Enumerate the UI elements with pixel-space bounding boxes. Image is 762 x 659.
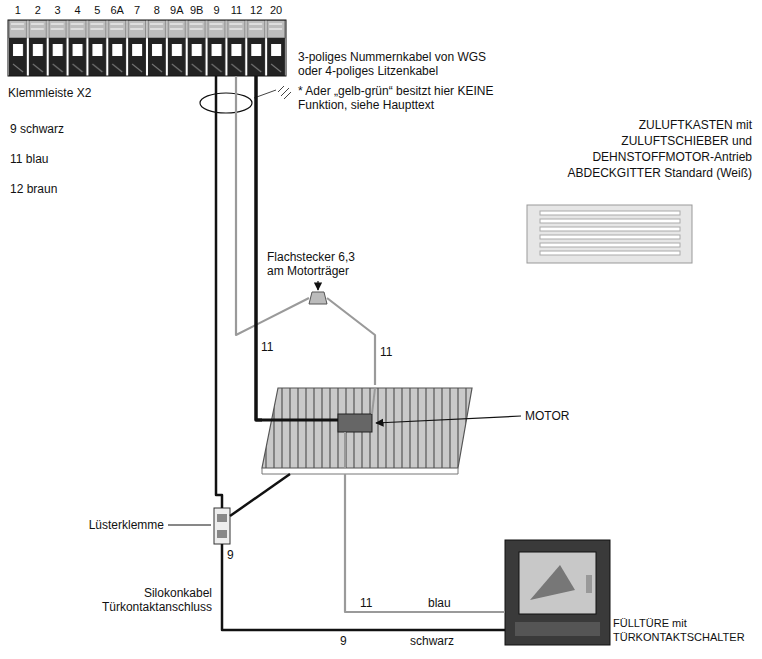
part-area: ZULUFTKASTEN mit ZULUFTSCHIEBER und DEHN… — [527, 205, 692, 263]
terminal-number: 1 — [8, 3, 28, 17]
wire-label: 9 — [340, 634, 354, 648]
terminal-number: 12 — [246, 3, 266, 17]
wire-label: 11 — [360, 596, 380, 610]
part-area: FÜLLTÜRE mit TÜRKONTAKTSCHALTER — [505, 540, 610, 645]
wire — [230, 474, 290, 516]
motor — [338, 414, 372, 432]
terminal-number: 2 — [28, 3, 48, 17]
leader-arrow — [376, 416, 521, 423]
terminal-strip — [8, 20, 286, 76]
part-label: Flachstecker 6,3 am Motorträger — [267, 250, 367, 278]
wire-label: schwarz — [410, 634, 470, 648]
wire-label: blau — [428, 596, 468, 610]
part-area: Lüsterklemme — [214, 508, 230, 544]
part-area: MOTOR — [262, 385, 474, 474]
wire-label: 12 braun — [10, 182, 100, 196]
flat-connector — [309, 292, 327, 304]
wire-label: Silokonkabel Türkontaktanschluss — [92, 586, 212, 614]
terminal-number: 4 — [68, 3, 88, 17]
wire — [216, 76, 222, 508]
wire-label: 11 blau — [10, 152, 100, 166]
terminal-block — [214, 508, 230, 544]
part-area: Klemmleiste X2 — [8, 20, 286, 76]
part-area: Flachstecker 6,3 am Motorträger — [309, 292, 327, 304]
terminal-number: 6A — [107, 3, 127, 17]
leader-line — [168, 525, 211, 526]
terminal-number: 8 — [147, 3, 167, 17]
wire — [236, 76, 309, 335]
wire-number: 9 — [227, 548, 234, 562]
wire — [256, 76, 262, 420]
leader-arrow — [317, 281, 318, 290]
earth-wire-symbol — [254, 86, 291, 99]
motor-carrier — [262, 388, 472, 474]
part-label: MOTOR — [525, 409, 585, 423]
wire-number: 11 — [380, 345, 392, 359]
terminal-number: 7 — [127, 3, 147, 17]
cable-bundle — [200, 93, 252, 113]
wire — [327, 298, 375, 385]
wire-label: 3-poliges Nummernkabel von WGS oder 4-po… — [298, 50, 498, 78]
wire-label: * Ader „gelb-grün“ besitzt hier KEINE Fu… — [298, 84, 498, 112]
terminal-number: 20 — [266, 3, 286, 17]
wire-label: 9 schwarz — [10, 122, 100, 136]
terminal-number: 5 — [87, 3, 107, 17]
part-label: Klemmleiste X2 — [8, 86, 138, 100]
part-label: Lüsterklemme — [80, 518, 164, 532]
fill-door — [505, 540, 610, 645]
wire — [345, 474, 505, 612]
terminal-number: 9B — [187, 3, 207, 17]
wire — [222, 544, 505, 630]
wire-number: 11 — [261, 340, 273, 354]
terminal-number: 3 — [48, 3, 68, 17]
cover-grille — [527, 205, 692, 263]
part-label: ABDECKGITTER Standard (Weiß) — [547, 165, 752, 181]
part-label: ZULUFTKASTEN mit ZULUFTSCHIEBER und DEHN… — [547, 117, 752, 165]
part-label: FÜLLTÜRE mit TÜRKONTAKTSCHALTER — [613, 616, 758, 644]
terminal-number: 11 — [226, 3, 246, 17]
terminal-number: 9A — [167, 3, 187, 17]
terminal-number: 9 — [207, 3, 227, 17]
